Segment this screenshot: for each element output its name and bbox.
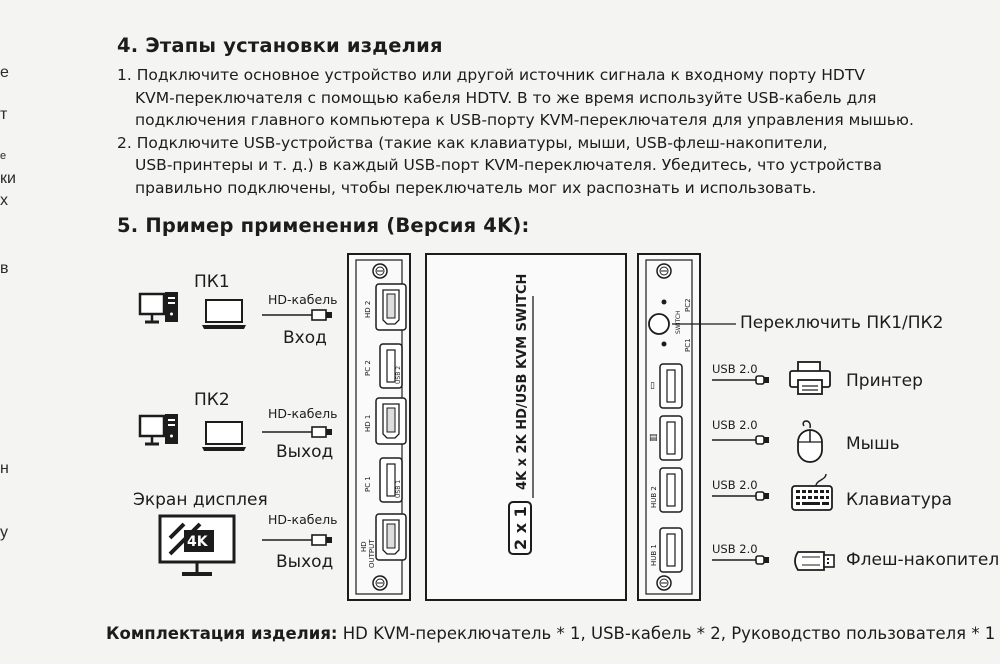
port-label: USB 1: [395, 480, 402, 498]
port-label: HD 1: [364, 415, 372, 432]
usb-label: USB 2.0: [712, 362, 758, 376]
usb-label: USB 2.0: [712, 418, 758, 432]
left-edge-letter: ки: [0, 170, 16, 187]
usb-cable-flash: [711, 555, 770, 565]
display-icon: [158, 514, 236, 576]
package-contents-text: HD KVM-переключатель * 1, USB-кабель * 2…: [337, 624, 996, 643]
pc1-cable: [261, 309, 333, 321]
step-line: 1. Подключите основное устройство или др…: [117, 66, 865, 84]
front-label: PC2: [684, 298, 692, 312]
port-label: OUTPUT: [368, 539, 376, 568]
package-contents-title: Комплектация изделия:: [106, 624, 338, 643]
switch-button[interactable]: [648, 313, 670, 335]
port-label: HD 2: [364, 301, 372, 318]
output-label: Выход: [276, 442, 334, 462]
front-label: PC1: [684, 338, 692, 352]
pc1-icon: [138, 292, 247, 330]
display-cable: [261, 534, 333, 546]
port-label: PC 1: [364, 476, 372, 492]
svg-text:▤: ▤: [649, 433, 658, 443]
keyboard-label: Клавиатура: [846, 490, 953, 510]
usb-cable-mouse: [711, 435, 770, 445]
kvm-device-body: [425, 253, 627, 601]
input-label: Вход: [283, 328, 327, 348]
pc2-icon: [138, 414, 247, 452]
usb-cable-keyboard: [711, 491, 770, 501]
usb-label: USB 2.0: [712, 542, 758, 556]
package-contents: Комплектация изделия: HD KVM-переключате…: [106, 624, 995, 643]
section5-title: 5. Пример применения (Версия 4K):: [117, 214, 530, 237]
cable-label: HD-кабель: [268, 406, 338, 421]
section4-title: 4. Этапы установки изделия: [117, 34, 443, 57]
port-label: PC 2: [364, 360, 372, 376]
mouse-icon: [797, 420, 823, 463]
cable-label: HD-кабель: [268, 292, 338, 307]
step-line: подключения главного компьютера к USB-по…: [135, 111, 914, 129]
pc2-label: ПК2: [194, 390, 230, 410]
kvm-back-panel: [347, 253, 411, 601]
front-label: SWITCH: [675, 310, 682, 334]
step-2: 2. Подключите USB-устройства (такие как …: [117, 132, 914, 200]
front-label: HUB 2: [650, 486, 658, 508]
usb-label: USB 2.0: [712, 478, 758, 492]
mouse-label: Мышь: [846, 434, 900, 454]
flash-drive-icon: [794, 551, 835, 571]
step-1: 1. Подключите основное устройство или др…: [117, 64, 914, 132]
left-edge-letter: у: [0, 524, 8, 541]
pc2-cable: [261, 426, 333, 438]
left-edge-letter: в: [0, 260, 9, 277]
left-edge-letter: н: [0, 460, 9, 477]
step-line: правильно подключены, чтобы переключател…: [135, 178, 817, 197]
step-line: KVM-переключателя с помощью кабеля HDTV.…: [135, 88, 877, 107]
device-name: 4K x 2K HD/USB KVM SWITCH: [515, 274, 530, 490]
pc1-label: ПК1: [194, 272, 230, 292]
display-label: Экран дисплея: [133, 490, 268, 510]
left-edge-letter: т: [0, 106, 8, 123]
device-badge: 2 x 1: [511, 506, 530, 550]
printer-label: Принтер: [846, 371, 923, 391]
keyboard-icon: [791, 473, 833, 511]
left-edge-letter: е: [0, 150, 7, 162]
usb-cable-printer: [711, 375, 770, 385]
output-label: Выход: [276, 552, 334, 572]
left-edge-letter: х: [0, 192, 8, 209]
step-line: 2. Подключите USB-устройства (такие как …: [117, 133, 828, 152]
step-line: USB-принтеры и т. д.) в каждый USB-порт …: [135, 156, 883, 174]
cable-label: HD-кабель: [268, 512, 338, 527]
svg-text:▯: ▯: [650, 381, 655, 391]
flash-label: Флеш-накопитель: [846, 550, 1000, 570]
switch-label: Переключить ПК1/ПК2: [740, 313, 944, 333]
front-label: HUB 1: [650, 544, 658, 566]
kvm-front-panel: ▯ ▤: [637, 253, 736, 601]
port-label: USB 2: [395, 366, 402, 384]
display-badge: 4K: [187, 534, 209, 550]
printer-icon: [789, 361, 831, 395]
port-label: HD: [360, 541, 368, 552]
section4-step-list: 1. Подключите основное устройство или др…: [117, 64, 914, 199]
left-edge-letter: е: [0, 64, 9, 81]
